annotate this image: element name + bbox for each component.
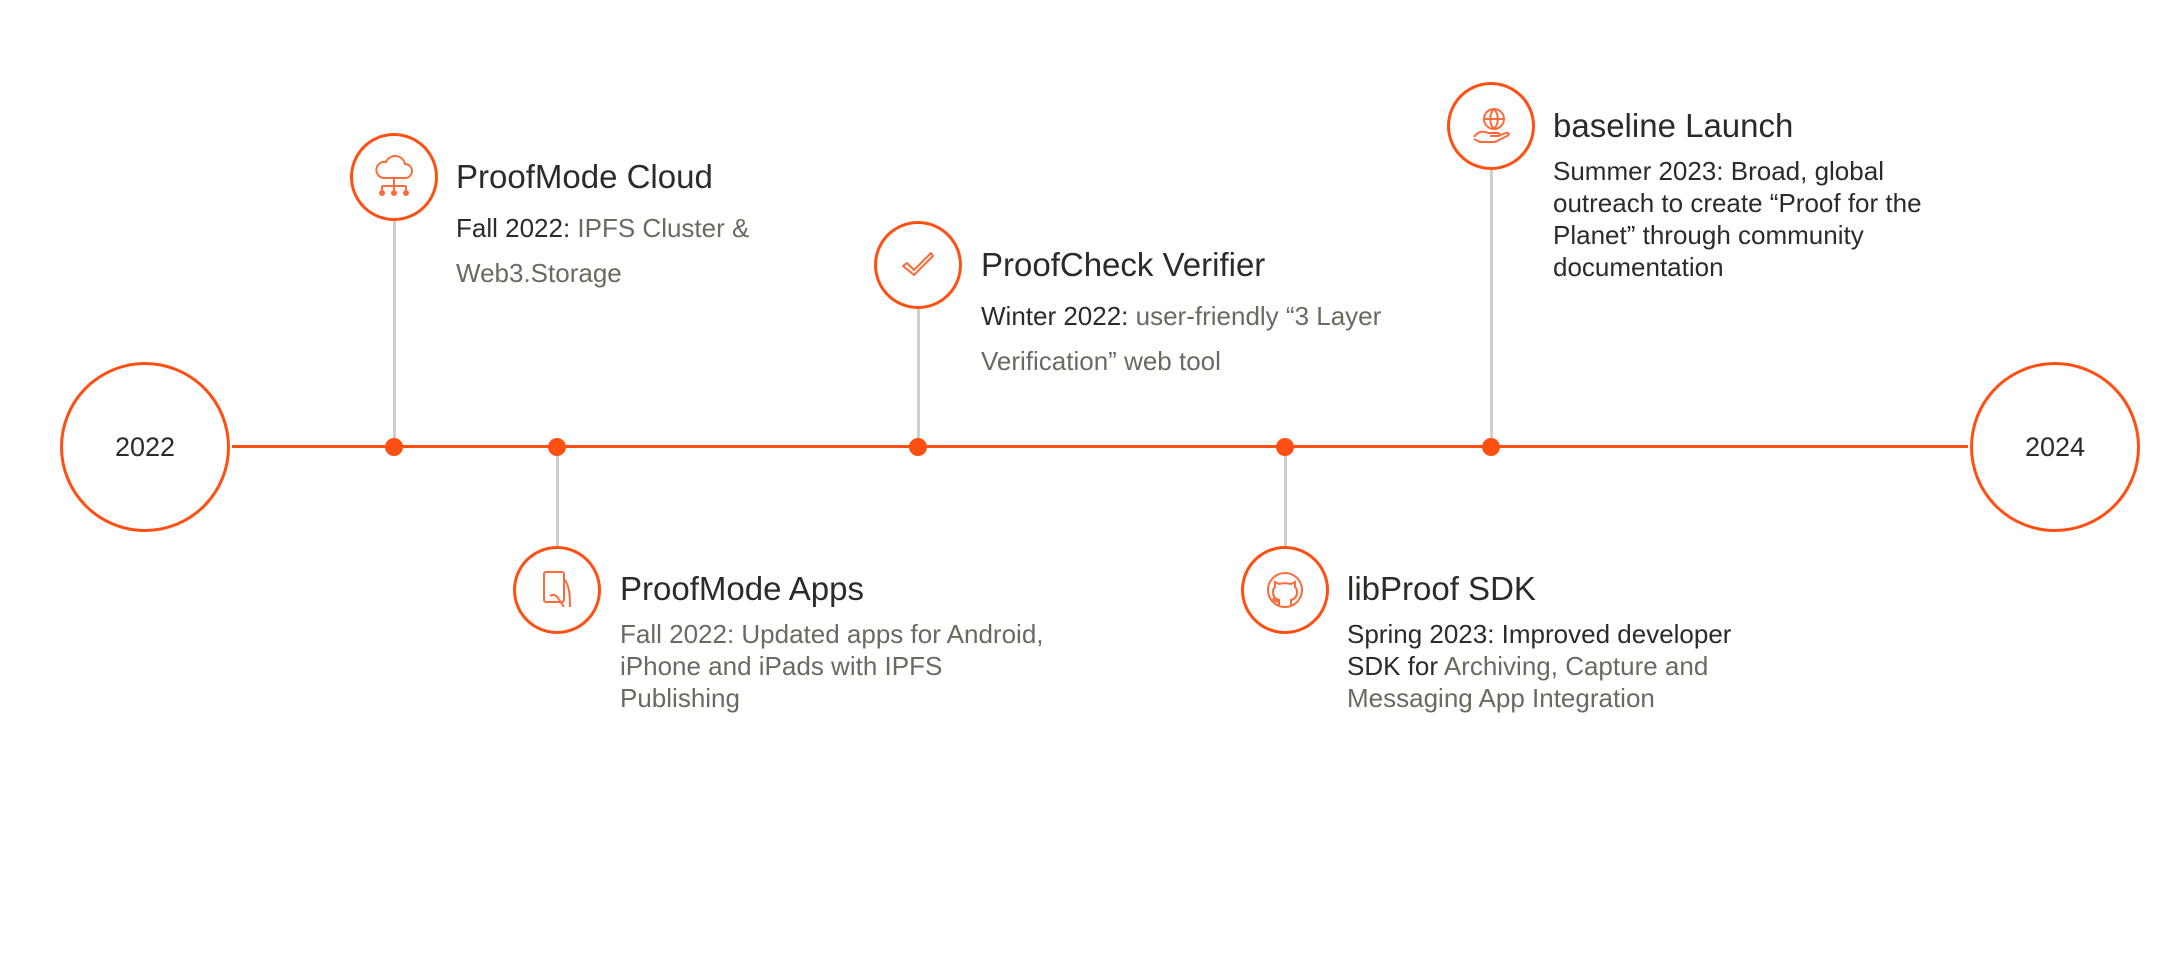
milestone-detail: IPFS Cluster & Web3.Storage — [456, 213, 750, 288]
milestone-title: ProofMode Apps — [620, 570, 864, 607]
milestone-icon-badge — [874, 221, 962, 309]
milestone-title: libProof SDK — [1347, 570, 1536, 607]
milestone-detail: Fall 2022: Updated apps for Android, iPh… — [620, 619, 1044, 713]
milestone-stem — [392, 221, 396, 447]
timeline-axis — [232, 445, 1968, 448]
start-year-label: 2022 — [114, 431, 176, 462]
milestone-description: Fall 2022: Updated apps for Android, iPh… — [620, 618, 1050, 714]
end-year-label: 2024 — [2024, 431, 2086, 462]
milestone-card: ProofMode Cloud Fall 2022: IPFS Cluster … — [456, 158, 776, 296]
github-icon — [1267, 572, 1303, 608]
milestone-icon-badge — [350, 133, 438, 221]
milestone-card: ProofCheck Verifier Winter 2022: user-fr… — [981, 246, 1401, 384]
milestone-icon-badge — [1241, 546, 1329, 634]
milestone-card: libProof SDK Spring 2023: Improved devel… — [1347, 570, 1747, 714]
milestone-stem — [555, 447, 559, 547]
milestone-title: ProofCheck Verifier — [981, 246, 1266, 283]
milestone-title: ProofMode Cloud — [456, 158, 713, 195]
milestone-stem — [916, 309, 920, 447]
milestone-date: Spring 2023: Improved developer SDK for — [1347, 619, 1732, 681]
milestone-date: Summer 2023: Broad, global outreach to c… — [1553, 156, 1922, 282]
cloud-network-icon — [375, 154, 413, 196]
milestone-title: baseline Launch — [1553, 107, 1794, 144]
checkmark-icon — [902, 252, 934, 276]
milestone-dot — [1276, 438, 1294, 456]
milestone-description: Winter 2022: user-friendly “3 Layer Veri… — [981, 294, 1401, 384]
milestone-dot — [1482, 438, 1500, 456]
milestone-date: Winter 2022: — [981, 301, 1129, 331]
milestone-dot — [385, 438, 403, 456]
milestone-description: Fall 2022: IPFS Cluster & Web3.Storage — [456, 206, 776, 296]
milestone-icon-badge — [513, 546, 601, 634]
milestone-icon-badge — [1447, 82, 1535, 170]
milestone-card: baseline Launch Summer 2023: Broad, glob… — [1553, 107, 1973, 283]
milestone-dot — [548, 438, 566, 456]
milestone-dot — [909, 438, 927, 456]
milestone-date: Fall 2022: — [456, 213, 571, 243]
start-year-node: 2022 — [60, 362, 230, 532]
milestone-description: Summer 2023: Broad, global outreach to c… — [1553, 155, 1973, 283]
milestone-description: Spring 2023: Improved developer SDK for … — [1347, 618, 1747, 714]
hand-phone-icon — [543, 571, 571, 608]
milestone-stem — [1283, 447, 1287, 547]
milestone-detail: Archiving, Capture and Messaging App Int… — [1347, 651, 1709, 713]
milestone-stem — [1489, 170, 1493, 447]
end-year-node: 2024 — [1970, 362, 2140, 532]
milestone-detail: user-friendly “3 Layer Verification” web… — [981, 301, 1382, 376]
milestone-card: ProofMode Apps Fall 2022: Updated apps f… — [620, 570, 1050, 714]
globe-in-hand-icon — [1473, 108, 1510, 143]
